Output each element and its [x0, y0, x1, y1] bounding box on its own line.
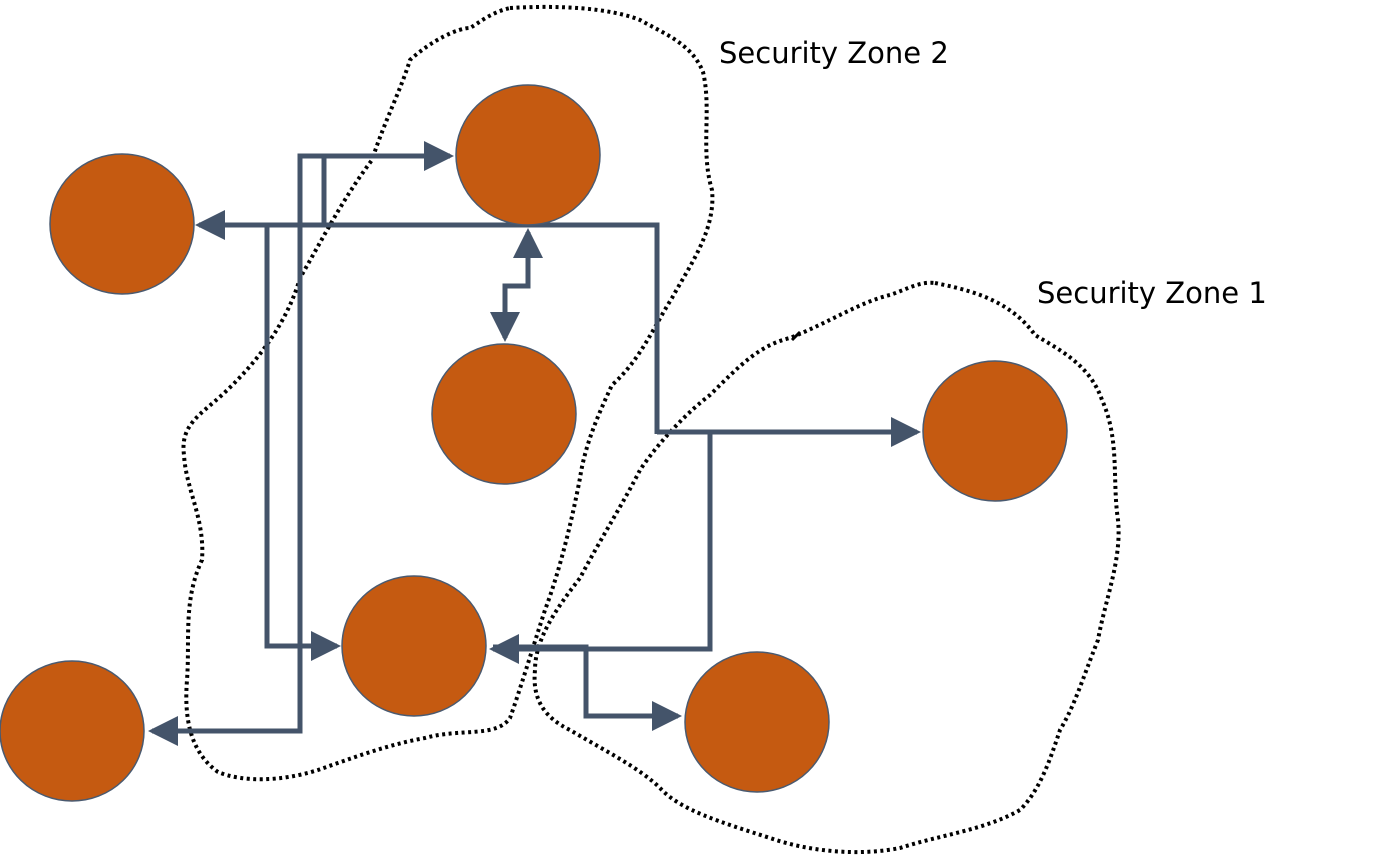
zone-1-notch	[790, 330, 802, 342]
node-top-center	[455, 84, 601, 226]
node-bottom-right	[684, 651, 830, 793]
security-zone-1-outline	[532, 280, 1121, 855]
connector-lower-center-to-bottom-right	[493, 644, 683, 731]
node-left-upper	[49, 153, 195, 295]
security-zone-2-label: Security Zone 2	[719, 36, 949, 70]
node-right	[922, 360, 1068, 502]
node-lower-center	[341, 575, 487, 717]
nodes	[0, 84, 1068, 802]
connectors	[147, 141, 922, 746]
security-zone-1-label: Security Zone 1	[1037, 276, 1267, 310]
connector-top-center-to-bottom-left	[147, 141, 455, 746]
node-middle	[431, 343, 577, 485]
node-bottom-left	[0, 660, 145, 802]
zone-outlines	[181, 4, 1121, 855]
connector-top-center-middle	[490, 227, 543, 343]
